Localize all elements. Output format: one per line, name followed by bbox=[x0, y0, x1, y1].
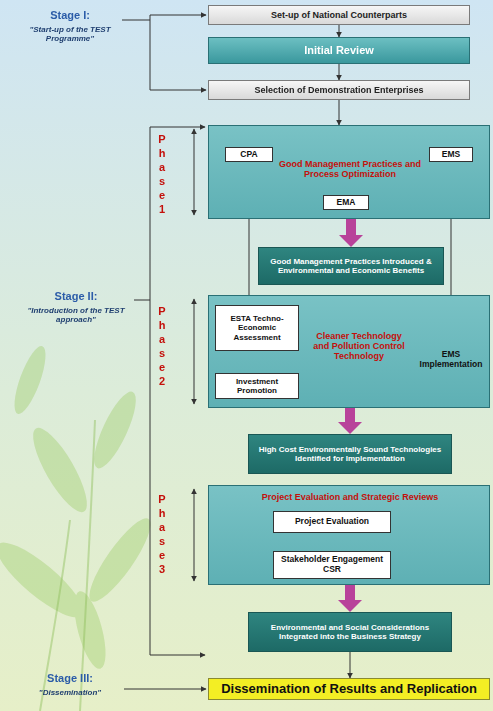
stage-subtitle: "Start-up of the TEST Programme" bbox=[20, 25, 120, 43]
panel-heading: Good Management Practices and Process Op… bbox=[275, 159, 425, 179]
box-text: EMA bbox=[334, 198, 359, 208]
stage-bracket bbox=[150, 127, 151, 655]
tool-box: ESTA Techno-Economic Assessment bbox=[215, 305, 299, 351]
step-text: EMS Implementation bbox=[413, 346, 489, 374]
leaf bbox=[81, 512, 160, 609]
phase-span-arrow bbox=[194, 489, 195, 581]
connector bbox=[339, 25, 340, 37]
box-text: Good Management Practices Introduced & E… bbox=[259, 257, 443, 275]
stage-title: Stage I: bbox=[20, 9, 120, 21]
connector-line bbox=[350, 652, 351, 678]
phase-label: Phase 2 bbox=[156, 304, 168, 388]
leaf bbox=[68, 588, 112, 671]
result-box: Good Management Practices Introduced & E… bbox=[258, 247, 444, 285]
result-box: Environmental and Social Considerations … bbox=[248, 612, 452, 652]
process-box: Selection of Demonstration Enterprises bbox=[208, 80, 470, 100]
box-text: EMS Implementation bbox=[413, 350, 489, 370]
stage-arrow bbox=[150, 90, 206, 91]
box-text: ESTA Techno-Economic Assessment bbox=[216, 314, 298, 342]
flow-arrow bbox=[338, 408, 362, 434]
stage-title: Stage III: bbox=[20, 672, 120, 684]
arrow-shaft bbox=[345, 585, 355, 600]
panel-heading: Cleaner Technology and Pollution Control… bbox=[309, 331, 409, 361]
box-text: Project Evaluation bbox=[292, 517, 372, 527]
box-text: Environmental and Social Considerations … bbox=[249, 623, 451, 641]
result-box: High Cost Environmentally Sound Technolo… bbox=[248, 434, 452, 474]
arrow-shaft bbox=[346, 219, 356, 235]
tool-box: EMA bbox=[323, 195, 369, 210]
stage-subtitle: "Introduction of the TEST approach" bbox=[20, 306, 132, 324]
arrow-head bbox=[338, 422, 362, 434]
connector-line bbox=[339, 64, 340, 80]
flow-arrow bbox=[339, 219, 363, 247]
box-text: Investment Promotion bbox=[216, 377, 298, 395]
stage-arrow bbox=[150, 15, 206, 16]
stage-title: Stage II: bbox=[20, 290, 132, 302]
tool-box: CPA bbox=[225, 147, 273, 162]
leaf bbox=[24, 421, 96, 518]
stem bbox=[80, 420, 95, 711]
phase-label: Phase 3 bbox=[156, 492, 168, 576]
stage-bracket bbox=[150, 15, 151, 90]
process-box: Set-up of National Counterparts bbox=[208, 5, 470, 25]
connector bbox=[339, 100, 340, 125]
phase-span-arrow bbox=[194, 299, 195, 404]
panel-heading: Project Evaluation and Strategic Reviews bbox=[213, 492, 487, 502]
phase-panel: Cleaner Technology and Pollution Control… bbox=[208, 295, 490, 408]
tool-box: Investment Promotion bbox=[215, 373, 299, 399]
leaf-illustration bbox=[0, 343, 159, 672]
box-text: Set-up of National Counterparts bbox=[268, 10, 410, 20]
phase-label: Phase 1 bbox=[156, 132, 168, 216]
connector-line bbox=[339, 100, 340, 125]
phase-span-arrow bbox=[194, 129, 195, 215]
tool-box: EMS bbox=[429, 147, 473, 162]
tool-box: Project Evaluation bbox=[273, 511, 391, 533]
stage-arrow bbox=[124, 689, 206, 690]
final-box: Dissemination of Results and Replication bbox=[208, 678, 490, 700]
stem-illustration bbox=[40, 420, 95, 711]
phase-panel: Project Evaluation and Strategic Reviews… bbox=[208, 485, 490, 585]
connector bbox=[339, 64, 340, 80]
box-text: Stakeholder Engagement CSR bbox=[274, 555, 390, 575]
box-text: High Cost Environmentally Sound Technolo… bbox=[249, 445, 451, 463]
box-text: Initial Review bbox=[301, 44, 377, 57]
tool-box: Stakeholder Engagement CSR bbox=[273, 551, 391, 579]
box-text: Selection of Demonstration Enterprises bbox=[251, 85, 426, 95]
process-box: Initial Review bbox=[208, 37, 470, 64]
stage-arrow bbox=[150, 655, 205, 656]
stage-tick bbox=[134, 300, 150, 301]
stage-tick bbox=[122, 20, 150, 21]
box-text: Dissemination of Results and Replication bbox=[218, 682, 480, 697]
box-text: EMS bbox=[439, 150, 463, 160]
arrow-shaft bbox=[345, 408, 355, 422]
arrow-head bbox=[338, 600, 362, 612]
leaf bbox=[8, 343, 51, 417]
flow-arrow bbox=[338, 585, 362, 612]
stage-subtitle: "Dissemination" bbox=[20, 688, 120, 697]
stage-arrow bbox=[150, 127, 205, 128]
connector bbox=[350, 652, 351, 678]
arrow-head bbox=[339, 235, 363, 247]
phase-panel: Good Management Practices and Process Op… bbox=[208, 125, 490, 219]
bracket-lines bbox=[122, 15, 206, 689]
box-text: CPA bbox=[237, 150, 260, 160]
connector-line bbox=[339, 25, 340, 37]
